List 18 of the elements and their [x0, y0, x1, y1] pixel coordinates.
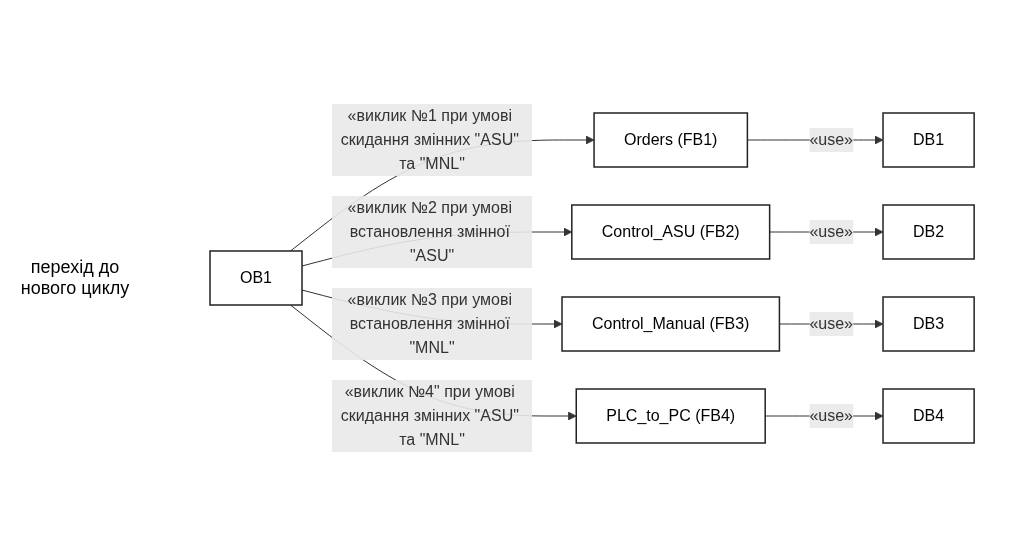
node-box: DB4: [882, 387, 976, 444]
edge-label: «use»: [809, 130, 854, 148]
node-box: DB2: [882, 203, 976, 260]
edge-label: «виклик №4" при умові скидання змінних "ASU" та "MNL": [341, 382, 520, 448]
note-text: перехід до нового циклу: [19, 256, 131, 299]
edge-label: «use»: [809, 222, 854, 240]
edge-label: «виклик №1 при умові скидання змінних "ASU" та "MNL": [341, 106, 520, 172]
edge-label: «виклик №2 при умові встановлення змінної "ASU": [347, 198, 513, 264]
node-box: Control_ASU (FB2): [571, 203, 771, 260]
node-box: PLC_to_PC (FB4): [575, 387, 767, 444]
edge-label: «use»: [809, 406, 854, 424]
node-box: DB1: [882, 111, 976, 168]
edge-label: «виклик №3 при умові встановлення змінної "MNL": [347, 290, 513, 356]
node-box: OB1: [209, 249, 304, 306]
edge-label: «use»: [809, 314, 854, 332]
node-box: Control_Manual (FB3): [561, 295, 781, 352]
node-box: DB3: [882, 295, 976, 352]
node-box: Orders (FB1): [593, 111, 749, 168]
